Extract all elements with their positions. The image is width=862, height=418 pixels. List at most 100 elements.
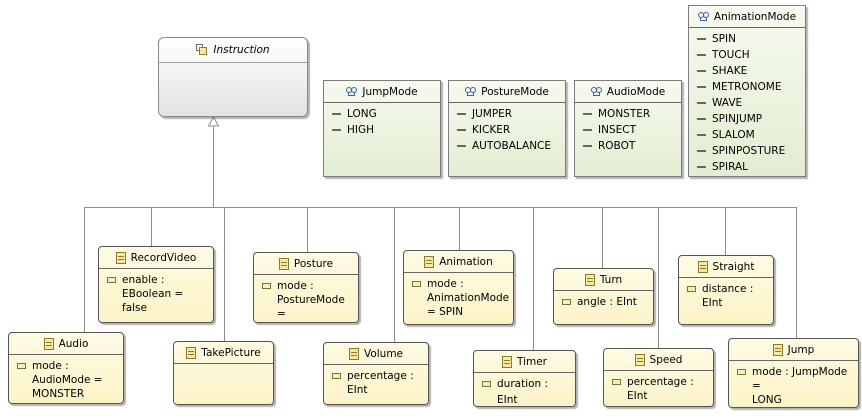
class-instruction[interactable]: Instruction: [158, 37, 308, 117]
literal-marker: [583, 145, 592, 147]
enum-name: AudioMode: [606, 85, 666, 98]
class-attributes: angle : EInt: [554, 291, 653, 312]
class-name: Jump: [787, 343, 815, 356]
class-header: RecordVideo: [99, 247, 213, 269]
generalization-arrowhead: [207, 115, 220, 127]
attribute[interactable]: enable : EBoolean = false: [107, 272, 205, 315]
class-name: RecordVideo: [130, 251, 197, 264]
attribute-icon: [412, 281, 421, 287]
enum-literal[interactable]: SPIN: [697, 31, 797, 47]
class-name: Volume: [363, 347, 404, 360]
attribute-icon: [737, 369, 746, 375]
class-icon: [43, 337, 54, 350]
class-icon: [278, 257, 289, 270]
enum-literal[interactable]: SPINPOSTURE: [697, 143, 797, 159]
enum-literal[interactable]: SLALOM: [697, 127, 797, 143]
literal-marker: [697, 70, 706, 72]
enum-literal[interactable]: HIGH: [332, 122, 432, 138]
class-audio[interactable]: Audio mode : AudioMode = MONSTER: [8, 332, 124, 404]
enum-literals: MONSTER INSECT ROBOT: [575, 103, 681, 156]
class-header: Instruction: [159, 38, 307, 63]
enum-literal[interactable]: SHAKE: [697, 63, 797, 79]
literal-marker: [332, 129, 341, 131]
class-icon: [772, 343, 783, 356]
literal-marker: [697, 38, 706, 40]
enum-audiomode[interactable]: AudioMode MONSTER INSECT ROBOT: [574, 80, 682, 177]
enum-posturemode[interactable]: PostureMode JUMPER KICKER AUTOBALANCE: [448, 80, 566, 177]
attribute[interactable]: mode : PostureMode = JUMPER: [262, 278, 350, 322]
literal-marker: [697, 86, 706, 88]
class-header: Posture: [254, 253, 358, 275]
class-name: TakePicture: [201, 346, 261, 359]
class-attributes: percentage : EInt: [604, 371, 713, 405]
class-attributes: duration : EInt: [474, 373, 575, 406]
class-timer[interactable]: Timer duration : EInt: [473, 350, 576, 407]
attribute[interactable]: mode : JumpMode = LONG: [737, 364, 850, 407]
enum-name: JumpMode: [362, 85, 418, 98]
attribute[interactable]: distance : EInt: [687, 281, 765, 310]
enum-jumpmode[interactable]: JumpMode LONG HIGH: [323, 80, 441, 177]
class-attributes: distance : EInt: [679, 278, 773, 312]
class-jump[interactable]: Jump mode : JumpMode = LONG: [728, 338, 859, 408]
class-header: Speed: [604, 349, 713, 371]
class-header: Straight: [679, 256, 773, 278]
class-posture[interactable]: Posture mode : PostureMode = JUMPER: [253, 252, 359, 323]
class-attributes: mode : PostureMode = JUMPER: [254, 275, 358, 322]
attribute[interactable]: percentage : EInt: [612, 374, 705, 403]
enum-literal[interactable]: METRONOME: [697, 79, 797, 95]
enum-literal[interactable]: ROBOT: [583, 138, 673, 154]
class-speed[interactable]: Speed percentage : EInt: [603, 348, 714, 407]
enum-literal[interactable]: MONSTER: [583, 106, 673, 122]
class-takepicture[interactable]: TakePicture: [173, 341, 274, 405]
enum-literal[interactable]: SPINJUMP: [697, 111, 797, 127]
class-recordvideo[interactable]: RecordVideo enable : EBoolean = false: [98, 246, 214, 323]
enum-literal[interactable]: WAVE: [697, 95, 797, 111]
class-attributes: mode : AudioMode = MONSTER: [9, 355, 123, 403]
enum-literal[interactable]: TOUCH: [697, 47, 797, 63]
enum-literal[interactable]: KICKER: [457, 122, 557, 138]
literal-marker: [332, 113, 341, 115]
attribute-icon: [562, 299, 571, 305]
enum-literal[interactable]: LONG: [332, 106, 432, 122]
class-name: Posture: [293, 257, 334, 270]
enum-animationmode[interactable]: AnimationMode SPIN TOUCH SHAKE METRONOME…: [688, 5, 806, 177]
enum-icon: [465, 87, 477, 96]
enum-name: AnimationMode: [713, 10, 797, 23]
enum-literal[interactable]: AUTOBALANCE: [457, 138, 557, 154]
class-animation[interactable]: Animation mode : AnimationMode = SPIN: [403, 250, 514, 325]
enum-header: AnimationMode: [689, 6, 805, 28]
class-name: Speed: [649, 353, 683, 366]
enum-literal[interactable]: SPIRAL: [697, 159, 797, 175]
attribute[interactable]: angle : EInt: [562, 294, 645, 310]
enum-literal[interactable]: INSECT: [583, 122, 673, 138]
class-icon: [424, 255, 435, 268]
attribute[interactable]: percentage : EInt: [332, 368, 420, 397]
attribute[interactable]: mode : AudioMode = MONSTER: [17, 358, 115, 401]
class-straight[interactable]: Straight distance : EInt: [678, 255, 774, 325]
class-icon: [348, 347, 359, 360]
enum-icon: [590, 87, 602, 96]
enum-literals: SPIN TOUCH SHAKE METRONOME WAVE SPINJUMP…: [689, 28, 805, 176]
enum-literals: JUMPER KICKER AUTOBALANCE: [449, 103, 565, 156]
class-icon: [634, 353, 645, 366]
class-name: Turn: [599, 273, 623, 286]
class-volume[interactable]: Volume percentage : EInt: [323, 342, 429, 405]
enum-name: PostureMode: [481, 85, 549, 98]
enum-literal[interactable]: JUMPER: [457, 106, 557, 122]
attribute[interactable]: mode : AnimationMode = SPIN: [412, 276, 509, 319]
class-name: Animation: [439, 255, 493, 268]
attribute-icon: [482, 381, 491, 387]
literal-marker: [697, 118, 706, 120]
attribute[interactable]: duration : EInt: [482, 376, 567, 406]
literal-marker: [697, 166, 706, 168]
enum-icon: [697, 12, 709, 21]
class-icon: [115, 251, 126, 264]
literal-marker: [697, 54, 706, 56]
class-name: Audio: [58, 337, 89, 350]
attribute-icon: [612, 379, 621, 385]
class-header: Turn: [554, 269, 653, 291]
class-turn[interactable]: Turn angle : EInt: [553, 268, 654, 325]
class-header: Audio: [9, 333, 123, 355]
class-header: Timer: [474, 351, 575, 373]
